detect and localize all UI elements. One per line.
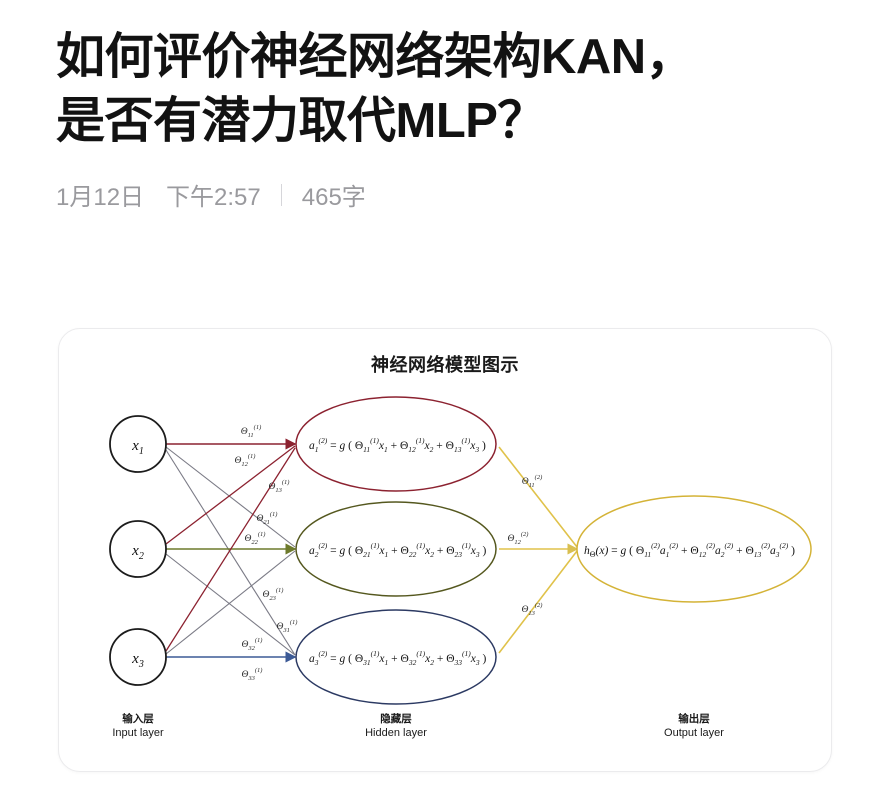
node-output[interactable] <box>576 495 812 603</box>
weight-label-31-1: Θ31(1) <box>277 619 298 634</box>
layer2-weight-labels: Θ11(2) Θ12(2) Θ13(2) <box>508 474 543 617</box>
node-a1[interactable] <box>295 396 497 492</box>
node-x2-base: x <box>131 543 139 559</box>
weight-label-11-2: Θ11(2) <box>522 474 543 489</box>
layer-captions: 输入层 Input layer 隐藏层 Hidden layer 输出层 Out… <box>112 712 724 739</box>
weight-label-13-2: Θ13(2) <box>522 602 543 617</box>
node-x3-base: x <box>131 651 139 667</box>
weight-label-13-1: Θ13(1) <box>269 479 290 494</box>
meta-divider <box>280 183 282 206</box>
node-x1-label: x1 <box>131 438 144 457</box>
node-x3-label: x3 <box>131 651 144 670</box>
edge-x1-a3 <box>165 449 296 656</box>
node-a3[interactable] <box>295 609 497 705</box>
edges-input-to-hidden <box>165 438 297 663</box>
node-a2[interactable] <box>295 501 497 597</box>
layer1-weight-labels: Θ11(1) Θ12(1) Θ13(1) Θ21(1) Θ22(1) Θ23(1… <box>235 424 298 682</box>
input-layer-label-cn: 输入层 <box>122 712 154 725</box>
article-header: 如何评价神经网络架构KAN， 是否有潜力取代MLP？ 1月12日 下午2:57 … <box>56 26 846 212</box>
node-a2-equation: a2(2) = g ( Θ21(1)x1 + Θ22(1)x2 + Θ23(1)… <box>309 541 486 559</box>
output-layer-label-en: Output layer <box>664 727 724 739</box>
article-meta: 1月12日 下午2:57 465字 <box>56 177 846 212</box>
node-x3-sub: 3 <box>138 659 144 670</box>
edge-x2-a1 <box>165 445 296 545</box>
node-x2[interactable] <box>109 520 167 578</box>
weight-label-22-1: Θ22(1) <box>245 531 266 546</box>
page-title: 如何评价神经网络架构KAN， 是否有潜力取代MLP？ <box>56 30 695 148</box>
node-x1-base: x <box>131 438 139 454</box>
node-x2-label: x2 <box>131 543 144 562</box>
edge-a1-output <box>498 446 578 548</box>
edge-x3-a1 <box>165 447 296 652</box>
weight-label-12-2: Θ12(2) <box>508 531 529 546</box>
input-layer-nodes: x1 x2 x3 <box>109 415 167 686</box>
edge-a3-output <box>498 550 578 654</box>
node-a3-equation: a3(2) = g ( Θ31(1)x1 + Θ32(1)x2 + Θ33(1)… <box>309 649 486 667</box>
publish-time: 下午2:57 <box>166 184 261 212</box>
word-count: 465字 <box>301 184 366 212</box>
node-a1-equation: a1(2) = g ( Θ11(1)x1 + Θ12(1)x2 + Θ13(1)… <box>309 436 486 454</box>
weight-label-33-1: Θ33(1) <box>242 667 263 682</box>
edge-x2-a3 <box>165 553 296 656</box>
output-layer-node: hΘ(x) = g ( Θ11(2)a1(2) + Θ12(2)a2(2) + … <box>576 495 812 603</box>
diagram-card: 神经网络模型图示 <box>58 328 832 772</box>
edges-hidden-to-output <box>498 446 579 654</box>
hidden-layer-label-cn: 隐藏层 <box>380 712 412 725</box>
weight-label-11-1: Θ11(1) <box>241 424 262 439</box>
node-x2-sub: 2 <box>139 551 144 562</box>
node-x1-sub: 1 <box>139 446 144 457</box>
diagram-title: 神经网络模型图示 <box>371 355 519 375</box>
hidden-layer-nodes: a1(2) = g ( Θ11(1)x1 + Θ12(1)x2 + Θ13(1)… <box>295 396 497 705</box>
neural-network-diagram: x1 x2 x3 Θ11(1) Θ12(1) <box>109 396 812 739</box>
edge-x1-a2 <box>165 446 296 548</box>
node-output-equation: hΘ(x) = g ( Θ11(2)a1(2) + Θ12(2)a2(2) + … <box>584 541 795 559</box>
weight-label-21-1: Θ21(1) <box>257 511 278 526</box>
node-x3[interactable] <box>109 628 167 686</box>
edge-x3-a2 <box>165 550 296 655</box>
weight-label-12-1: Θ12(1) <box>235 453 256 468</box>
weight-label-32-1: Θ32(1) <box>242 637 263 652</box>
hidden-layer-label-en: Hidden layer <box>365 727 427 739</box>
node-x1[interactable] <box>109 415 167 473</box>
publish-date: 1月12日 <box>56 184 145 212</box>
weight-label-23-1: Θ23(1) <box>263 587 284 602</box>
output-layer-label-cn: 输出层 <box>678 712 710 725</box>
input-layer-label-en: Input layer <box>112 727 164 739</box>
